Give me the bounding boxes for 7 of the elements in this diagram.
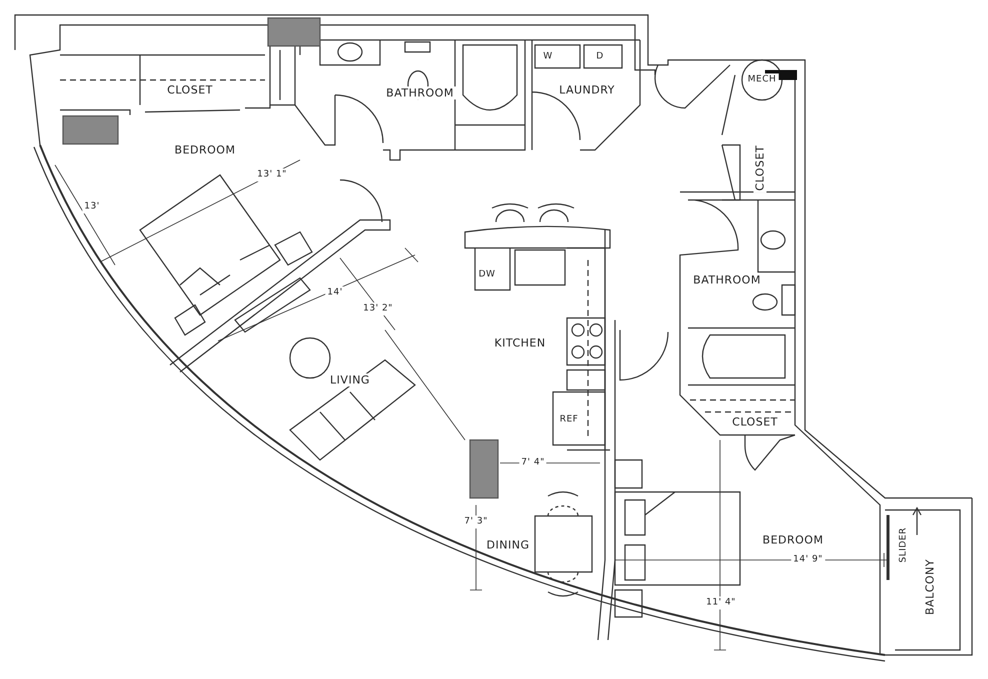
room-label: DINING (484, 538, 532, 552)
room-label: LAUNDRY (557, 84, 617, 96)
room-label: CLOSET (754, 143, 766, 193)
room-label: CLOSET (730, 416, 780, 428)
room-label: BALCONY (924, 557, 936, 617)
room-label: CLOSET (165, 84, 215, 96)
room-label: BATHROOM (384, 86, 456, 100)
